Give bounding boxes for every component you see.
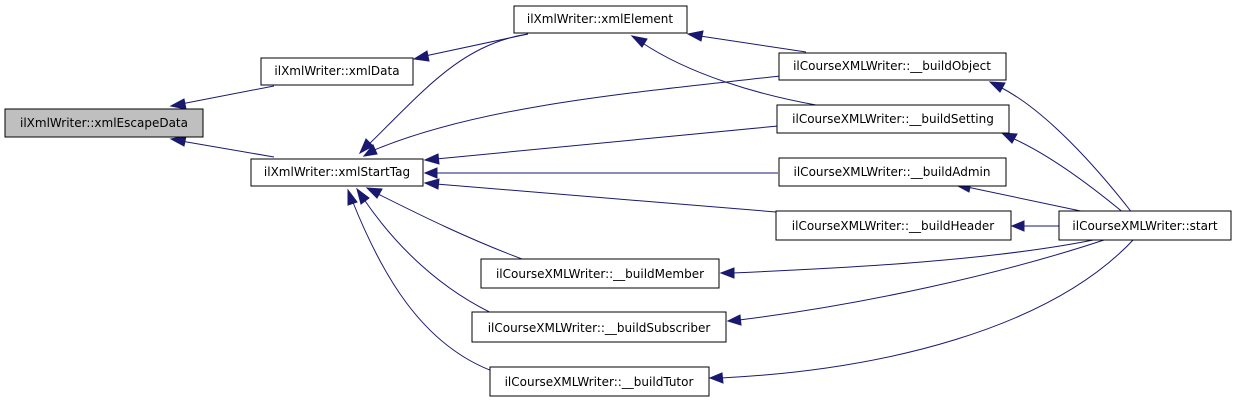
arrowhead — [686, 30, 704, 42]
arrowhead — [412, 50, 430, 62]
edge-xmldata-to-xmlescapedata — [180, 85, 275, 105]
edge-buildsubscriber-to-xmlstarttag — [362, 197, 501, 318]
arrowhead — [169, 98, 187, 110]
arrowhead — [630, 35, 648, 48]
node-buildtutor[interactable]: ilCourseXMLWriter::__buildTutor — [489, 366, 710, 397]
edge-buildsetting-to-xmlstarttag — [435, 125, 779, 160]
node-buildobject[interactable]: ilCourseXMLWriter::__buildObject — [778, 52, 1007, 81]
arrowhead — [719, 267, 735, 279]
arrowhead — [423, 178, 440, 190]
node-label: ilCourseXMLWriter::__buildMember — [496, 267, 704, 281]
node-label: ilCourseXMLWriter::__buildTutor — [505, 375, 694, 389]
node-buildheader[interactable]: ilCourseXMLWriter::__buildHeader — [775, 210, 1012, 241]
node-xmldata[interactable]: ilXmlWriter::xmlData — [260, 57, 414, 86]
node-buildsetting[interactable]: ilCourseXMLWriter::__buildSetting — [776, 104, 1010, 134]
node-label: ilCourseXMLWriter::start — [1072, 219, 1217, 233]
node-label: ilXmlWriter::xmlElement — [527, 12, 674, 26]
nodes: ilXmlWriter::xmlEscapeData ilXmlWriter::… — [4, 5, 1232, 397]
arrowhead — [1010, 220, 1025, 232]
edge-start-to-buildsubscriber — [738, 237, 1111, 321]
arrowhead — [1000, 132, 1018, 144]
node-label: ilCourseXMLWriter::__buildSubscriber — [488, 321, 711, 335]
arrowhead — [356, 187, 370, 205]
node-buildadmin[interactable]: ilCourseXMLWriter::__buildAdmin — [778, 157, 1007, 187]
edge-buildtutor-to-xmlstarttag — [351, 199, 496, 373]
node-label: ilCourseXMLWriter::__buildAdmin — [794, 165, 991, 179]
edge-start-to-buildobject — [999, 86, 1134, 215]
edge-buildheader-to-xmlstarttag — [435, 183, 777, 213]
arrowhead — [708, 372, 724, 384]
node-label: ilXmlWriter::xmlStartTag — [264, 165, 410, 179]
arrowhead — [423, 153, 440, 165]
node-xmlelement[interactable]: ilXmlWriter::xmlElement — [513, 5, 688, 34]
edge-buildobject-to-xmlstarttag — [371, 75, 781, 152]
edge-xmlstarttag-to-xmlescapedata — [180, 140, 275, 158]
arrowhead — [423, 167, 438, 179]
node-buildmember[interactable]: ilCourseXMLWriter::__buildMember — [480, 258, 720, 289]
arrowhead — [726, 314, 742, 326]
edge-start-to-buildmember — [731, 237, 1104, 274]
edge-buildmember-to-xmlstarttag — [375, 192, 531, 263]
node-label: ilCourseXMLWriter::__buildObject — [793, 59, 991, 73]
node-xmlstarttag[interactable]: ilXmlWriter::xmlStartTag — [250, 158, 424, 187]
edge-start-to-buildtutor — [720, 237, 1136, 379]
node-label: ilXmlWriter::xmlEscapeData — [20, 116, 188, 130]
arrowhead — [362, 144, 378, 157]
arrowhead — [988, 81, 1006, 93]
arrowhead — [358, 138, 374, 155]
edge-start-to-buildsetting — [1011, 137, 1126, 215]
node-label: ilCourseXMLWriter::__buildHeader — [792, 219, 994, 233]
arrowhead — [365, 187, 383, 199]
node-label: ilXmlWriter::xmlData — [274, 64, 399, 78]
node-start[interactable]: ilCourseXMLWriter::start — [1058, 210, 1232, 241]
node-buildsubscriber[interactable]: ilCourseXMLWriter::__buildSubscriber — [471, 311, 727, 343]
node-xmlescapedata[interactable]: ilXmlWriter::xmlEscapeData — [4, 108, 204, 138]
arrowhead — [347, 188, 358, 206]
edge-start-to-buildadmin — [966, 186, 1096, 215]
node-label: ilCourseXMLWriter::__buildSetting — [792, 112, 994, 126]
edge-buildobject-to-xmlelement — [699, 35, 807, 53]
edge-xmlelement-to-xmlstarttag — [366, 33, 529, 147]
edges — [169, 30, 1136, 384]
